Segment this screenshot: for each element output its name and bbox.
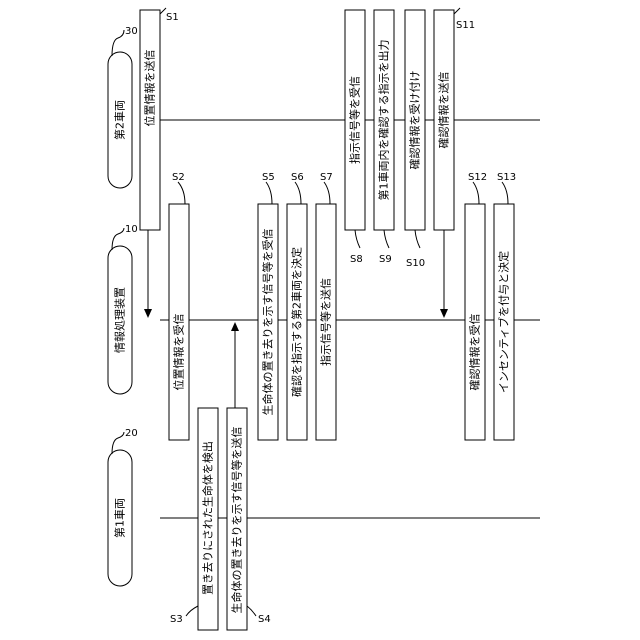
step-s11-label: S11 — [456, 20, 475, 31]
step-s4-leader — [247, 606, 256, 616]
step-s5-text: 生命体の置き去りを示す信号等を受信 — [261, 229, 275, 416]
step-s2-leader — [178, 182, 185, 204]
step-s5: 生命体の置き去りを示す信号等を受信 S5 — [258, 172, 278, 440]
step-s11: 確認情報を送信 S11 — [434, 8, 475, 230]
step-s7-label: S7 — [320, 172, 333, 183]
step-s13: インセンティブを付与と決定 S13 — [494, 172, 516, 440]
step-s4-text: 生命体の置き去りを示す信号等を送信 — [230, 427, 244, 614]
step-s12-leader — [473, 182, 479, 204]
arrow-s4-to-s5 — [231, 322, 239, 410]
step-s9: 第1車両内を確認する指示を出力 S9 — [374, 10, 394, 265]
step-s8: 指示信号等を受信 S8 — [345, 10, 365, 265]
step-s7-text: 指示信号等を送信 — [319, 278, 333, 366]
step-s8-text: 指示信号等を受信 — [348, 76, 362, 164]
step-s2: 位置情報を受信 S2 — [169, 172, 189, 440]
step-s3: 置き去りにされた生命体を検出 S3 — [170, 408, 218, 630]
step-s1-label: S1 — [166, 12, 179, 23]
step-s3-leader — [186, 606, 198, 616]
step-s1-text: 位置情報を送信 — [143, 50, 157, 127]
lane-vehicle1-ref: 20 — [125, 428, 138, 439]
step-s6-label: S6 — [291, 172, 304, 183]
step-s3-text: 置き去りにされた生命体を検出 — [201, 441, 215, 595]
lane-server-label: 情報処理装置 — [114, 287, 127, 353]
lane-vehicle2-label: 第2車両 — [113, 100, 127, 140]
lane-vehicle1-label: 第1車両 — [113, 498, 127, 538]
step-s5-leader — [266, 182, 272, 204]
step-s4-label: S4 — [258, 614, 271, 625]
step-s13-label: S13 — [497, 172, 516, 183]
step-s2-text: 位置情報を受信 — [172, 314, 186, 391]
arrow-s1-to-s2 — [144, 230, 152, 318]
step-s12-text: 確認情報を受信 — [468, 314, 482, 391]
step-s11-leader — [454, 8, 460, 14]
step-s6: 確認を指示する第2車両を決定 S6 — [287, 172, 307, 440]
step-s10: 確認情報を受け付け S10 — [405, 10, 425, 269]
step-s12: 確認情報を受信 S12 — [465, 172, 487, 440]
step-s13-text: インセンティブを付与と決定 — [497, 251, 511, 393]
step-s8-label: S8 — [350, 254, 363, 265]
step-s11-text: 確認情報を送信 — [437, 72, 451, 149]
step-s9-leader — [384, 230, 389, 248]
step-s8-leader — [355, 230, 360, 248]
step-s10-text: 確認情報を受け付け — [408, 71, 422, 170]
step-s10-leader — [415, 230, 420, 248]
step-s9-label: S9 — [379, 254, 392, 265]
step-s13-leader — [502, 182, 508, 204]
step-s6-text: 確認を指示する第2車両を決定 — [290, 247, 304, 397]
step-s7-leader — [324, 182, 330, 204]
step-s12-label: S12 — [468, 172, 487, 183]
step-s3-label: S3 — [170, 614, 183, 625]
lane-server-header: 情報処理装置 10 — [108, 224, 138, 394]
lane-vehicle2-ref: 30 — [125, 26, 138, 37]
lane-vehicle1-header: 第1車両 20 — [108, 428, 138, 586]
step-s4: 生命体の置き去りを示す信号等を送信 S4 — [227, 408, 271, 630]
arrow-s11-to-s12 — [440, 230, 448, 318]
step-s6-leader — [295, 182, 301, 204]
lane-vehicle2-header: 第2車両 30 — [108, 26, 138, 188]
step-s9-text: 第1車両内を確認する指示を出力 — [377, 40, 391, 201]
step-s1: 位置情報を送信 S1 — [140, 8, 179, 230]
step-s10-label: S10 — [406, 258, 425, 269]
lane-server-ref: 10 — [125, 224, 138, 235]
step-s2-label: S2 — [172, 172, 185, 183]
step-s7: 指示信号等を送信 S7 — [316, 172, 336, 440]
step-s5-label: S5 — [262, 172, 275, 183]
